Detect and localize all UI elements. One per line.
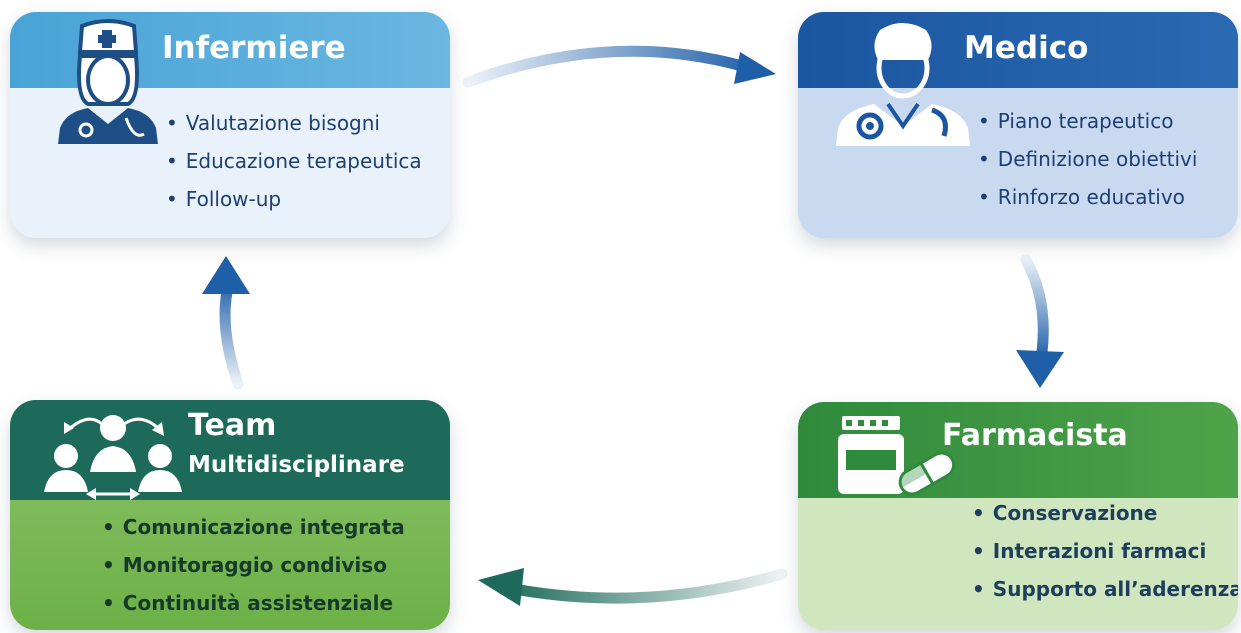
arrow-team-to-infermiere (202, 256, 250, 390)
list-item: Valutazione bisogni (166, 104, 422, 142)
farmacista-card: Farmacista Conservazione Interazioni far… (798, 402, 1238, 630)
pharmacy-icon (838, 416, 956, 496)
infermiere-task-list: Valutazione bisogni Educazione terapeuti… (166, 104, 422, 218)
team-task-list: Comunicazione integrata Monitoraggio con… (102, 508, 405, 622)
list-item: Continuità assistenziale (102, 584, 405, 622)
farmacista-card-header: Farmacista (798, 402, 1238, 498)
list-item: Rinforzo educativo (978, 178, 1197, 216)
arrow-infermiere-to-medico (462, 45, 776, 88)
team-icon (44, 415, 182, 500)
infermiere-title: Infermiere (162, 30, 346, 66)
list-item: Interazioni farmaci (972, 532, 1238, 570)
team-card-header: Team Multidisciplinare (10, 400, 450, 500)
team-card: Team Multidisciplinare Comunicazione int… (10, 400, 450, 630)
farmacista-task-list: Conservazione Interazioni farmaci Suppor… (972, 494, 1238, 608)
medico-card-header: Medico (798, 12, 1238, 146)
nurse-icon (58, 19, 158, 144)
arrow-medico-to-farmacista (1016, 254, 1064, 388)
team-subtitle: Multidisciplinare (188, 452, 405, 478)
list-item: Definizione obiettivi (978, 140, 1198, 178)
arrow-farmacista-to-team (478, 568, 788, 606)
medico-task-list: Piano terapeutico Definizione obiettivi … (978, 102, 1198, 216)
team-title: Team (188, 408, 277, 443)
farmacista-title: Farmacista (942, 418, 1128, 453)
infermiere-card-header: Infermiere (10, 12, 450, 144)
medico-card: Medico Piano terapeutico Definizione obi… (798, 12, 1238, 238)
doctor-icon (836, 23, 970, 146)
infermiere-card: Infermiere Valutazione bisogni Educazion… (10, 12, 450, 238)
list-item: Follow-up (166, 180, 422, 218)
medico-title: Medico (964, 30, 1089, 66)
list-item: Educazione terapeutica (166, 142, 422, 180)
list-item: Piano terapeutico (978, 102, 1197, 140)
list-item: Supporto all’aderenza (972, 570, 1238, 608)
list-item: Conservazione (972, 494, 1238, 532)
list-item: Monitoraggio condiviso (102, 546, 405, 584)
list-item: Comunicazione integrata (102, 508, 405, 546)
